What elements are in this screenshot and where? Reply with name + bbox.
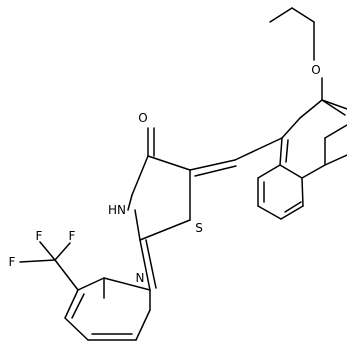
exocyclic-double-bond bbox=[189, 137, 283, 177]
atom-label-n-imine: N bbox=[136, 271, 145, 285]
phenyl-ring bbox=[64, 277, 151, 341]
ethoxy-group bbox=[269, 7, 323, 101]
atom-label-nh: HN bbox=[108, 203, 126, 217]
imine-double-bond bbox=[139, 239, 157, 291]
atom-label-o-carbonyl: O bbox=[138, 111, 147, 125]
thiazolidinone-ring bbox=[127, 155, 191, 241]
naphthalene-lower-ring bbox=[257, 164, 304, 220]
naphthalene-right-edge bbox=[324, 124, 347, 166]
atom-label-s-ring: S bbox=[195, 221, 203, 235]
carbonyl-group bbox=[147, 127, 155, 157]
atom-label-f2: F bbox=[69, 229, 76, 243]
atom-label-f3: F bbox=[9, 255, 16, 269]
trifluoromethyl-group bbox=[19, 241, 79, 291]
atom-label-f1: F bbox=[36, 229, 43, 243]
atom-label-o-ether: O bbox=[311, 63, 320, 77]
naphthalene-upper-ring bbox=[279, 99, 347, 179]
